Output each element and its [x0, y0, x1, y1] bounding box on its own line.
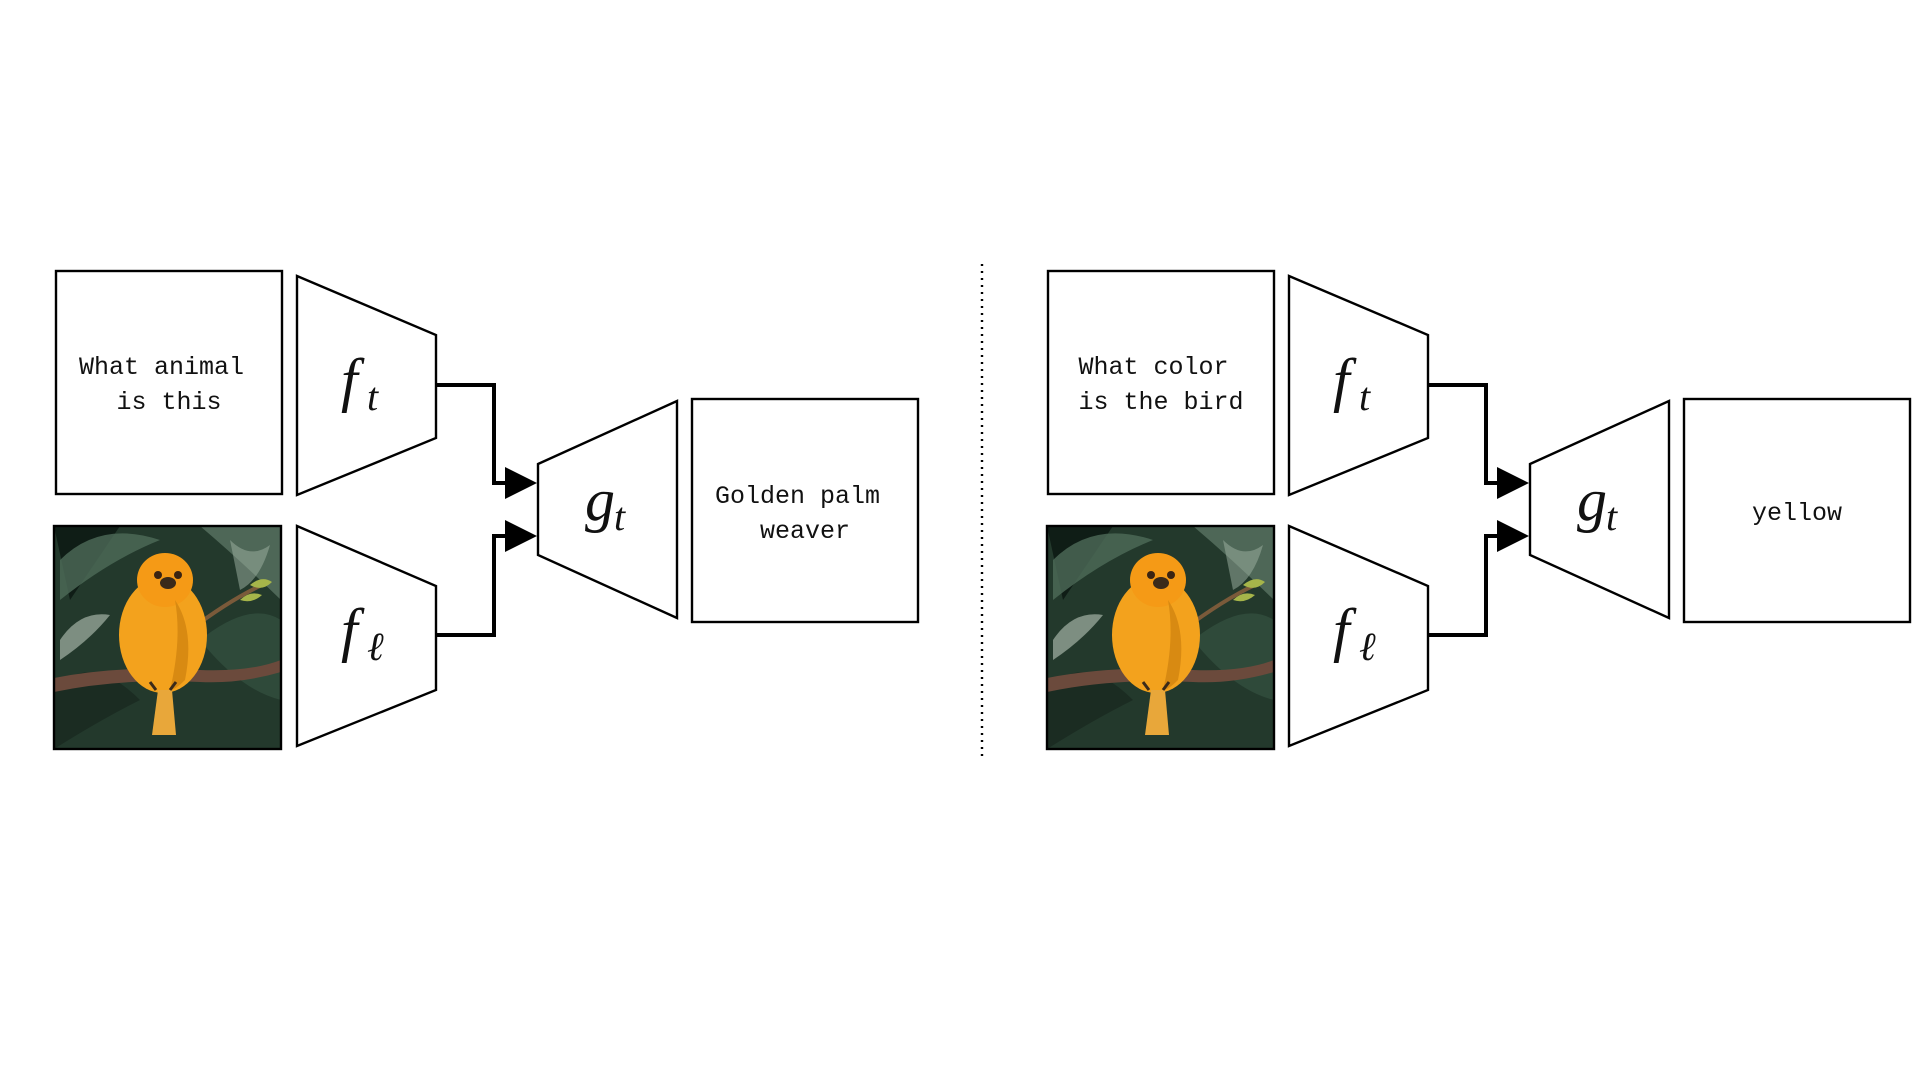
- text-encoder-trapezoid: [1287, 274, 1430, 497]
- answer-line-1: yellow: [1752, 499, 1842, 528]
- connector-image-to-decoder: [1428, 520, 1529, 637]
- answer-text: Golden palm weaver: [715, 482, 895, 546]
- answer-box: [690, 397, 920, 624]
- text-encoder-trapezoid: [295, 274, 438, 497]
- question-text: What animal is this: [79, 353, 259, 417]
- decoder-label: gt: [1577, 467, 1618, 539]
- decoder-trapezoid: [536, 399, 679, 620]
- question-box: [1046, 269, 1276, 496]
- answer-line-2: weaver: [760, 517, 850, 546]
- bird-image: [54, 526, 281, 749]
- question-line-2: is the bird: [1078, 388, 1243, 417]
- connector-text-to-decoder: [436, 383, 537, 499]
- bird-image: [1047, 526, 1274, 749]
- decoder-trapezoid: [1528, 399, 1671, 620]
- image-encoder-trapezoid: [295, 524, 438, 748]
- question-line-2: is this: [116, 388, 221, 417]
- question-line-1: What color: [1078, 353, 1228, 382]
- answer-line-1: Golden palm: [715, 482, 880, 511]
- question-text: What color is the bird: [1078, 353, 1243, 417]
- connector-image-to-decoder: [436, 520, 537, 637]
- connector-text-to-decoder: [1428, 383, 1529, 499]
- answer-text: yellow: [1752, 499, 1842, 528]
- image-encoder-trapezoid: [1287, 524, 1430, 748]
- question-line-1: What animal: [79, 353, 244, 382]
- decoder-label: gt: [585, 467, 626, 539]
- question-box: [54, 269, 284, 496]
- answer-box: [1682, 397, 1912, 624]
